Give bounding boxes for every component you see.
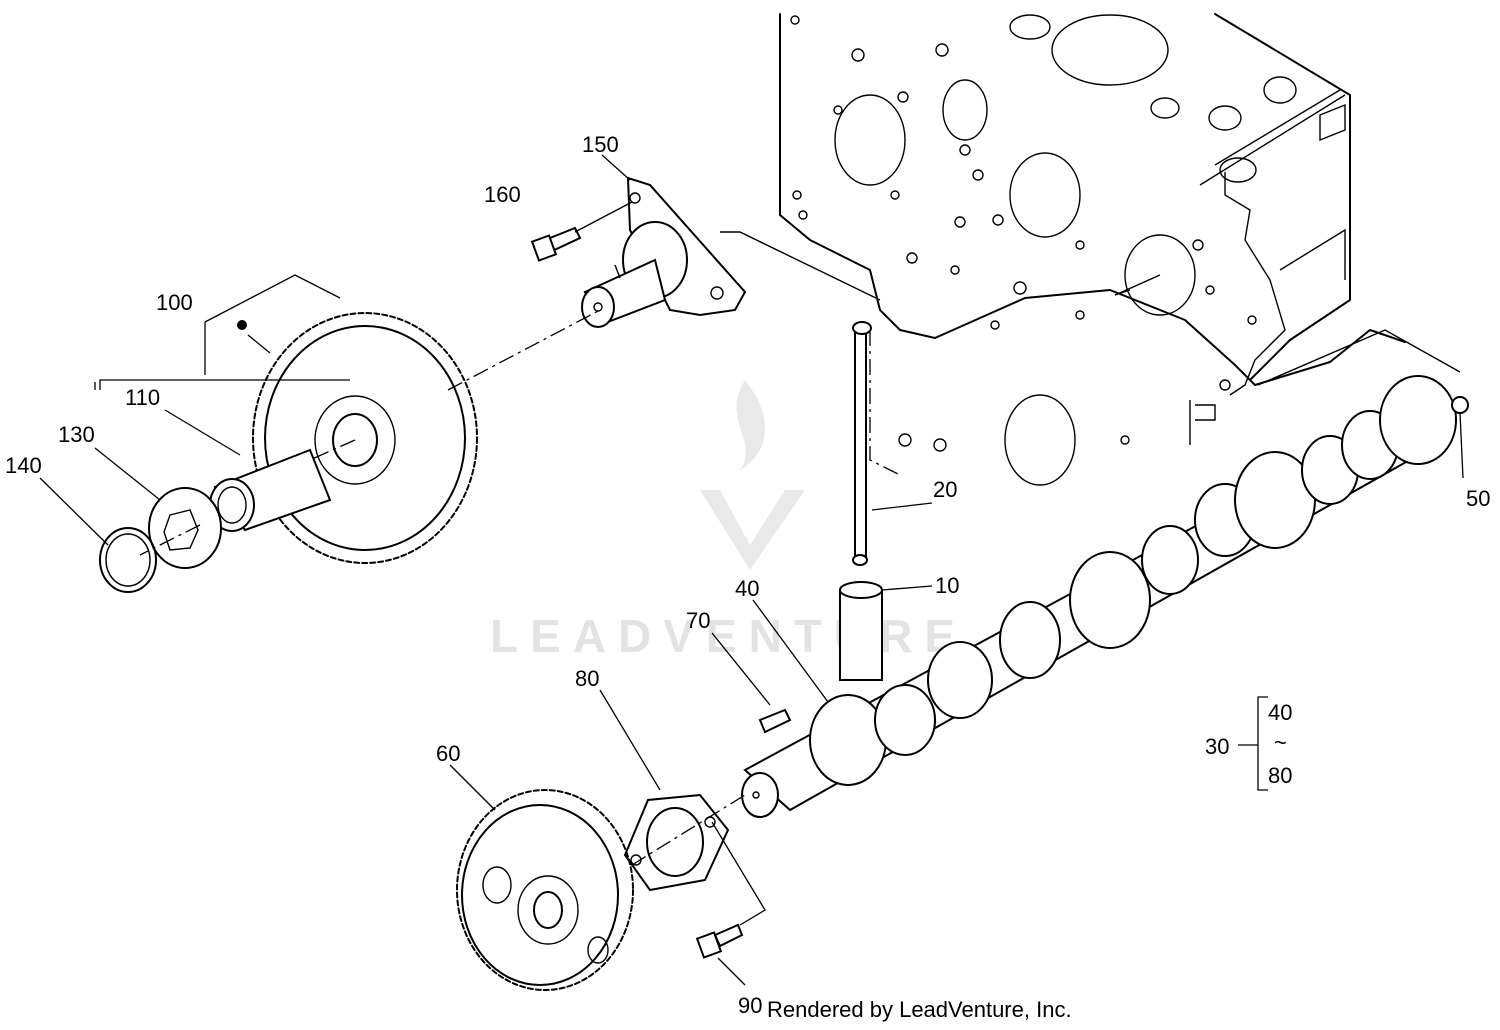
part-10-tappet	[839, 581, 883, 681]
part-90-bolt	[695, 923, 744, 959]
label-10: 10	[935, 573, 959, 598]
part-40-camshaft	[741, 375, 1457, 818]
part-70-key	[758, 708, 792, 734]
label-range-40: 40	[1268, 700, 1292, 725]
engine-block	[720, 13, 1461, 486]
part-80-thrust-plate	[623, 793, 730, 892]
label-40: 40	[735, 576, 759, 601]
leader-lines	[39, 154, 1464, 986]
label-90: 90	[738, 993, 762, 1018]
label-140: 140	[5, 453, 42, 478]
credit-text: Rendered by LeadVenture, Inc.	[767, 997, 1072, 1022]
label-80: 80	[575, 666, 599, 691]
label-20: 20	[933, 477, 957, 502]
part-130-thrust-washer	[148, 487, 222, 569]
label-range-symbol: ~	[1274, 730, 1287, 755]
part-20-push-rod	[852, 321, 872, 566]
part-labels: 150 160 100 110 130 140 20 10 50 40 70 8…	[5, 132, 1490, 1018]
label-160: 160	[484, 182, 521, 207]
part-100-idle-gear	[237, 312, 478, 564]
label-130: 130	[58, 422, 95, 447]
part-50-ball	[1451, 396, 1469, 414]
label-100: 100	[156, 290, 193, 315]
part-160-bolt	[530, 226, 582, 262]
label-range-80: 80	[1268, 763, 1292, 788]
label-70: 70	[686, 608, 710, 633]
label-60: 60	[436, 741, 460, 766]
label-50: 50	[1466, 486, 1490, 511]
part-140-snap-ring	[99, 527, 157, 593]
watermark-logo	[700, 380, 805, 570]
label-30: 30	[1205, 734, 1229, 759]
part-60-cam-gear	[456, 789, 634, 991]
part-150-shaft-bracket	[581, 176, 747, 328]
part-110-bushing	[209, 448, 332, 532]
label-110: 110	[125, 385, 160, 410]
label-150: 150	[582, 132, 619, 157]
